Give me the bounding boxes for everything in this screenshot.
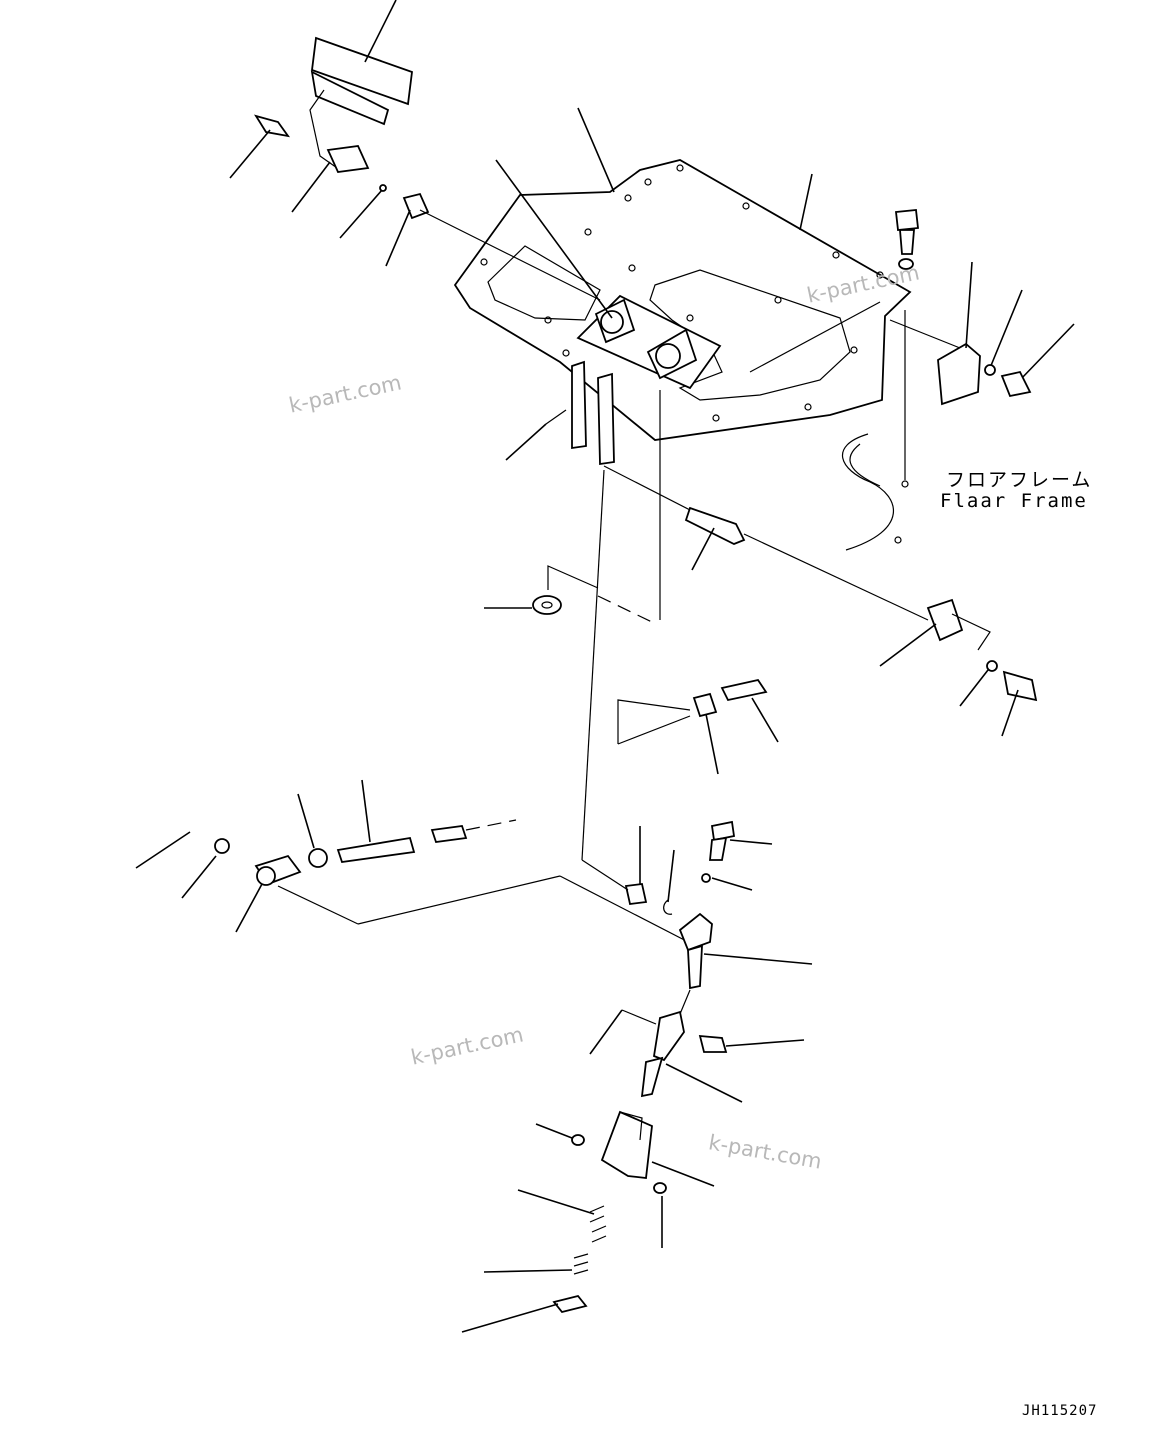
pedal-bracket xyxy=(576,294,722,390)
lower-rod xyxy=(589,1009,805,1103)
clevis-assembly xyxy=(581,820,813,1015)
pin-and-link xyxy=(684,506,1038,737)
floor-frame-label-en: Flaar Frame xyxy=(940,490,1088,512)
floor-frame-label-jp: フロアフレーム xyxy=(946,469,1093,491)
cover-plate xyxy=(889,261,1075,406)
leader-lines-upper xyxy=(229,0,881,373)
washer-nut-middle xyxy=(484,565,779,775)
rod-assembly xyxy=(135,779,697,947)
pedal-assembly xyxy=(254,36,430,220)
bolt-washer-top xyxy=(895,209,919,488)
drawing-code: JH115207 xyxy=(1022,1403,1098,1419)
lever-arms xyxy=(505,360,691,861)
bottom-bracket xyxy=(461,1110,715,1333)
floor-frame-outline xyxy=(841,433,902,551)
floor-frame-plate xyxy=(453,159,912,441)
